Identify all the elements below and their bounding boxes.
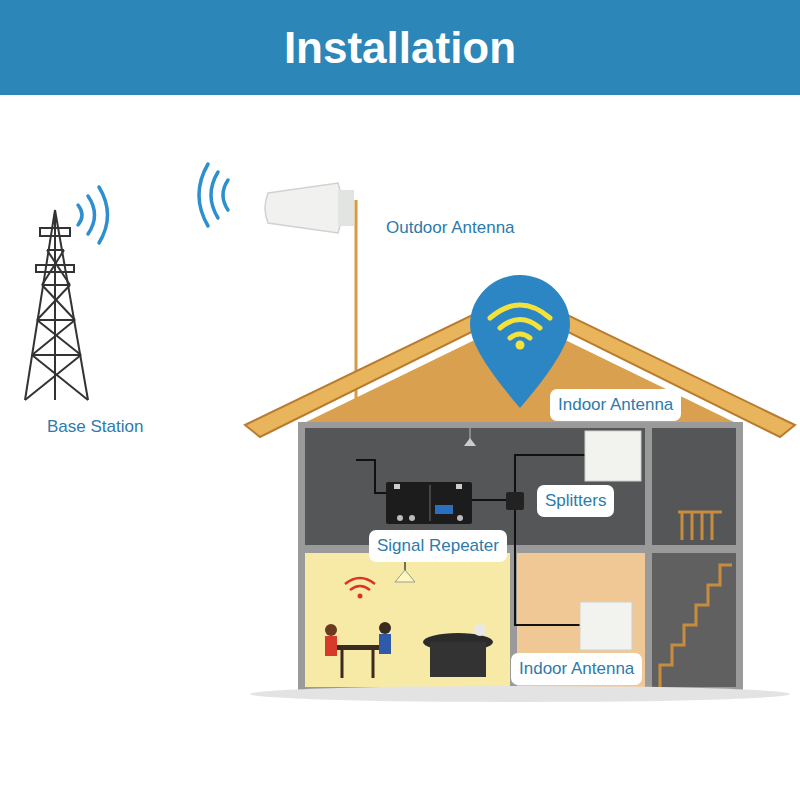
callout-box: Indoor Antenna bbox=[511, 653, 642, 685]
callout-box: Indoor Antenna bbox=[550, 389, 681, 421]
callout-text: Indoor Antenna bbox=[558, 395, 673, 415]
outdoor-antenna bbox=[265, 183, 342, 233]
stair-room bbox=[652, 553, 736, 687]
page-title: Installation bbox=[0, 0, 800, 95]
stairs bbox=[660, 512, 732, 687]
lower-middle-room bbox=[517, 553, 645, 687]
wifi-symbol bbox=[490, 305, 550, 338]
callout-text: Indoor Antenna bbox=[519, 659, 634, 679]
tower bbox=[25, 210, 88, 400]
signal-waves bbox=[78, 164, 228, 243]
component-label: Outdoor Antenna bbox=[386, 218, 515, 238]
signal-repeater bbox=[386, 482, 472, 524]
coverage-pin bbox=[470, 275, 570, 408]
callout-box: Signal Repeater bbox=[369, 530, 507, 562]
indoor-antenna-panel bbox=[585, 431, 641, 481]
callout-box: Splitters bbox=[537, 485, 614, 517]
callout-text: Signal Repeater bbox=[377, 536, 499, 556]
ground-shadow bbox=[250, 686, 790, 702]
dining-scene bbox=[325, 553, 493, 678]
callout-text: Splitters bbox=[545, 491, 606, 511]
indoor-antenna-panel bbox=[580, 602, 632, 650]
house-walls bbox=[298, 422, 743, 694]
lower-left-room bbox=[305, 553, 510, 687]
header-bar bbox=[0, 0, 800, 95]
splitter bbox=[506, 492, 524, 510]
upper-room bbox=[305, 428, 645, 545]
coax-cables bbox=[356, 455, 585, 625]
component-label: Base Station bbox=[47, 417, 143, 437]
upper-right-room bbox=[652, 428, 736, 545]
antenna-mount bbox=[338, 190, 354, 226]
